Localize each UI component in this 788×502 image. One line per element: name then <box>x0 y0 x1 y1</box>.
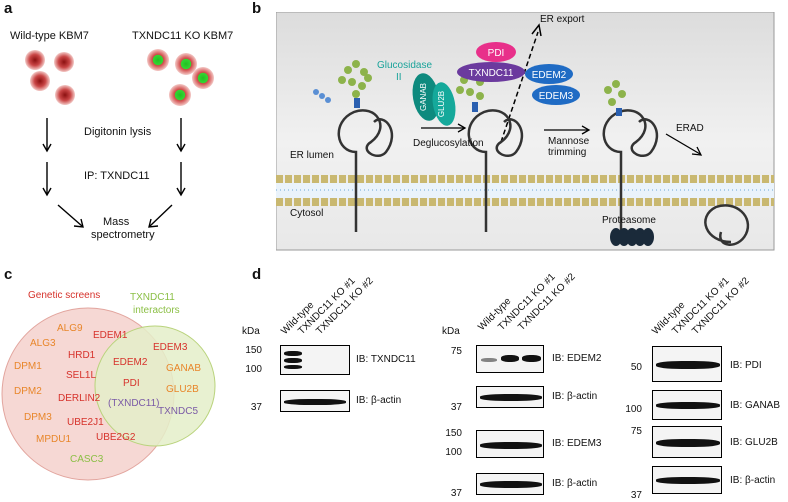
marker-75-3: 75 <box>630 426 642 437</box>
ko-cells <box>147 49 214 106</box>
gene-glu2b: GLU2B <box>166 384 199 395</box>
ganab-text: GANAB <box>419 83 428 111</box>
kda-label-1: kDa <box>242 326 260 337</box>
blot-ganab <box>652 390 722 420</box>
gene-casc3: CASC3 <box>70 454 104 465</box>
marker-37-3: 37 <box>630 490 642 501</box>
venn-diagram <box>1 307 216 481</box>
panel-a-arrows <box>42 118 186 228</box>
er-diagram: GANAB GLU2B PDI TXNDC11 EDEM2 EDEM3 <box>276 12 775 251</box>
blot-txndc11 <box>280 345 350 375</box>
gene-alg9: ALG9 <box>57 323 83 334</box>
ib-edem2: IB: EDEM2 <box>552 353 602 364</box>
trimming-label: trimming <box>548 147 587 158</box>
marker-37b-2: 37 <box>450 488 462 499</box>
blot-actin-2a <box>476 386 544 408</box>
panel-label-d: d <box>252 266 262 283</box>
panel-a-diagram <box>25 49 214 228</box>
gene-dpm3: DPM3 <box>24 412 52 423</box>
ib-actin-2a: IB: β-actin <box>552 391 598 402</box>
er-lumen-label: ER lumen <box>290 150 334 161</box>
panel-label-a: a <box>4 0 13 17</box>
wildtype-label: Wild-type KBM7 <box>10 30 89 42</box>
gene-hrd1: HRD1 <box>68 350 96 361</box>
blot-actin-1 <box>280 390 350 412</box>
gene-txndc5: TXNDC5 <box>158 406 199 417</box>
gene-dpm2: DPM2 <box>14 386 42 397</box>
ib-actin-2b: IB: β-actin <box>552 478 598 489</box>
blot-pdi <box>652 346 722 382</box>
marker-100-1: 100 <box>245 364 262 375</box>
erad-label: ERAD <box>676 123 704 134</box>
mannose-label: Mannose <box>548 136 590 147</box>
ib-edem3: IB: EDEM3 <box>552 438 602 449</box>
er-export-label: ER export <box>540 14 585 25</box>
gene-dpm1: DPM1 <box>14 361 42 372</box>
ib-pdi: IB: PDI <box>730 360 762 371</box>
gene-edem2: EDEM2 <box>113 357 148 368</box>
txndc11-text: TXNDC11 <box>469 68 514 79</box>
deglucosylation-label: Deglucosylation <box>413 138 484 149</box>
ib-txndc11: IB: TXNDC11 <box>356 354 416 365</box>
wildtype-cells <box>25 50 75 105</box>
kda-label-2: kDa <box>442 326 460 337</box>
ip-label: IP: TXNDC11 <box>84 170 150 182</box>
pdi-text: PDI <box>488 48 505 59</box>
gene-edem3: EDEM3 <box>153 342 188 353</box>
edem3-text: EDEM3 <box>539 91 574 102</box>
glu2b-text: GLU2B <box>437 91 446 117</box>
gene-ganab: GANAB <box>166 363 202 374</box>
marker-37a-2: 37 <box>450 402 462 413</box>
membrane <box>276 175 774 206</box>
ib-ganab: IB: GANAB <box>730 400 781 411</box>
interactors-title-2: interactors <box>133 305 180 316</box>
marker-100-2: 100 <box>445 447 462 458</box>
edem2-text: EDEM2 <box>532 70 567 81</box>
marker-150-1: 150 <box>245 345 262 356</box>
ib-actin-3: IB: β-actin <box>730 475 776 486</box>
marker-75-2: 75 <box>450 346 462 357</box>
blot-edem3 <box>476 430 544 458</box>
interactors-title-1: TXNDC11 <box>130 292 175 303</box>
blot-actin-3 <box>652 466 722 494</box>
blot-glu2b <box>652 426 722 458</box>
proteasome-label: Proteasome <box>602 215 656 226</box>
digitonin-label: Digitonin lysis <box>84 126 152 138</box>
gene-sel1l: SEL1L <box>66 370 97 381</box>
ko-label: TXNDC11 KO KBM7 <box>132 30 234 42</box>
gene-derlin2: DERLIN2 <box>58 393 101 404</box>
glucosidase-ii-label: II <box>396 72 402 83</box>
gene-alg3: ALG3 <box>30 338 56 349</box>
marker-100-3: 100 <box>625 404 642 415</box>
marker-150-2: 150 <box>445 428 462 439</box>
mass-label: Mass <box>103 216 130 228</box>
marker-50-3: 50 <box>630 362 642 373</box>
blot-edem2 <box>476 345 544 373</box>
cytosol-label: Cytosol <box>290 208 324 219</box>
blot-actin-2b <box>476 473 544 495</box>
gene-txndc11: (TXNDC11) <box>108 398 160 409</box>
ib-actin-1: IB: β-actin <box>356 395 402 406</box>
genetic-screens-label: Genetic screens <box>28 290 101 301</box>
glucosidase-label: Glucosidase <box>377 60 433 71</box>
gene-ube2g2: UBE2G2 <box>96 432 136 443</box>
gene-pdi: PDI <box>123 378 140 389</box>
gene-mpdu1: MPDU1 <box>36 434 72 445</box>
ib-glu2b: IB: GLU2B <box>730 437 778 448</box>
panel-label-c: c <box>4 266 13 283</box>
gene-ube2j1: UBE2J1 <box>67 417 104 428</box>
marker-37-1: 37 <box>250 402 262 413</box>
panel-label-b: b <box>252 0 262 17</box>
gene-edem1: EDEM1 <box>93 330 128 341</box>
spectrometry-label: spectrometry <box>91 229 155 241</box>
